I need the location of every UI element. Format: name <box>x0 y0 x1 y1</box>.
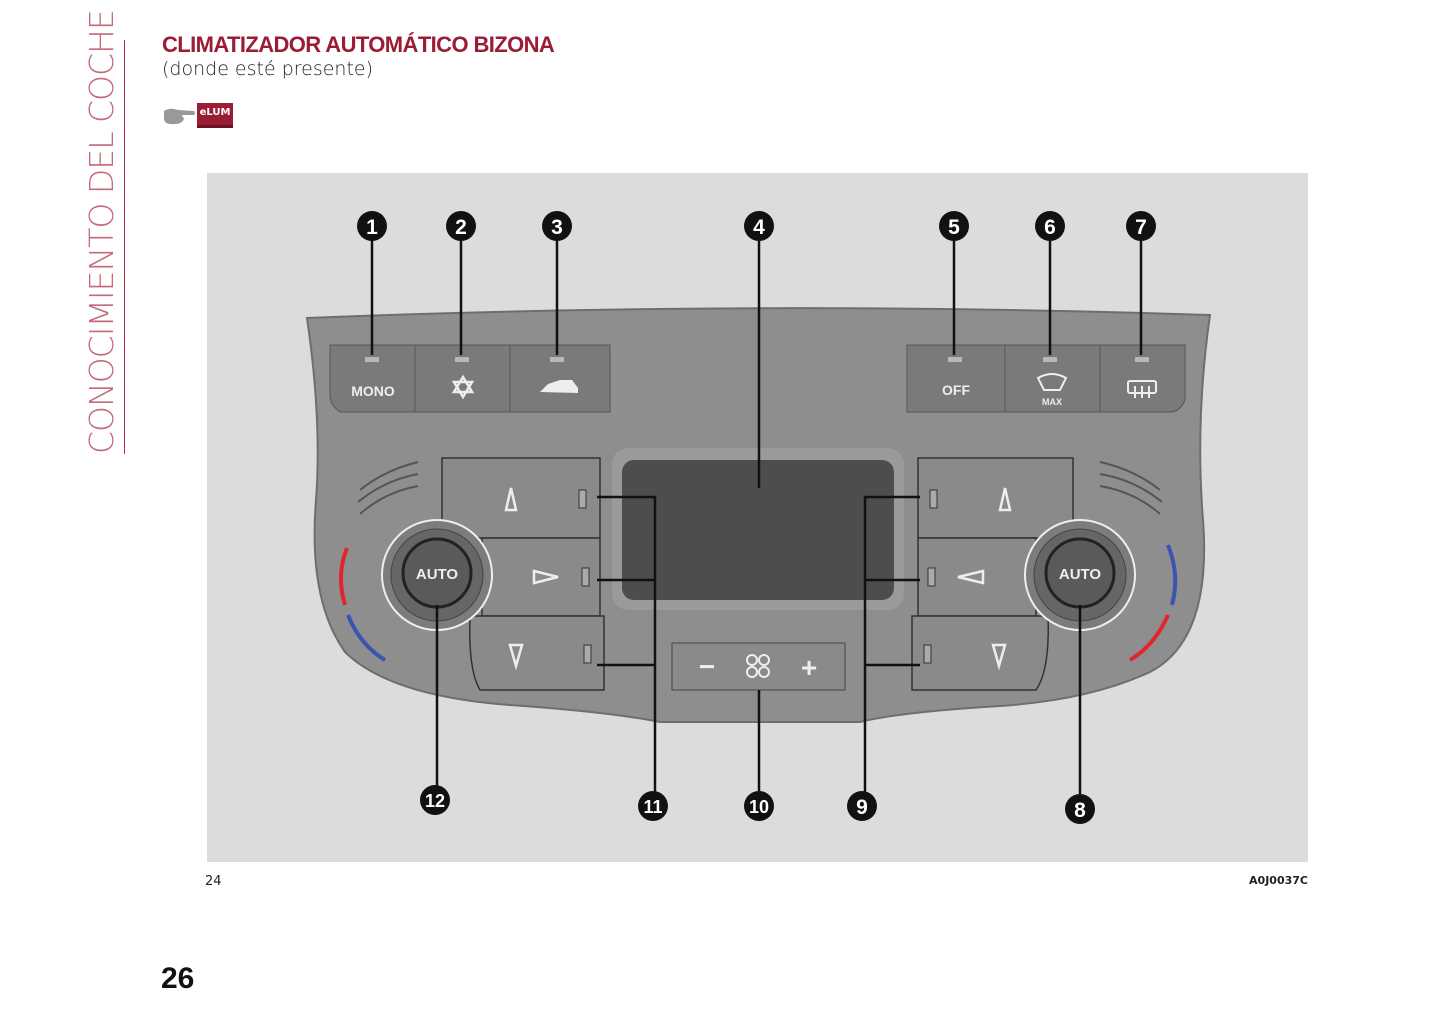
section-sidebar: CONOCIMIENTO DEL COCHE <box>82 10 125 454</box>
svg-text:MAX: MAX <box>1042 397 1062 407</box>
callout-9: 9 <box>847 791 877 821</box>
pointing-hand-icon <box>163 108 195 125</box>
fan-minus-button[interactable]: − <box>699 651 715 682</box>
svg-text:4: 4 <box>753 216 765 239</box>
right-auto-button[interactable]: AUTO <box>1059 566 1102 583</box>
callout-1: 1 <box>357 211 387 241</box>
svg-text:8: 8 <box>1074 799 1086 822</box>
right-cold-scale <box>1166 544 1178 606</box>
svg-text:6: 6 <box>1044 216 1056 239</box>
callouts: 1 2 3 4 5 6 7 8 9 10 11 12 <box>357 211 1156 824</box>
svg-text:11: 11 <box>643 797 662 817</box>
page-title: CLIMATIZADOR AUTOMÁTICO BIZONA <box>162 32 555 57</box>
section-label: CONOCIMIENTO DEL COCHE <box>82 10 121 454</box>
fan-plus-button[interactable]: + <box>801 652 817 683</box>
callout-2: 2 <box>446 211 476 241</box>
left-auto-button[interactable]: AUTO <box>416 566 459 583</box>
svg-text:1: 1 <box>366 216 378 239</box>
callout-4: 4 <box>744 211 774 241</box>
svg-text:5: 5 <box>948 216 960 239</box>
callout-3: 3 <box>542 211 572 241</box>
callout-10: 10 <box>744 791 774 821</box>
max-defrost-icon[interactable]: MAX <box>1036 373 1068 407</box>
svg-text:12: 12 <box>425 791 445 811</box>
callout-8: 8 <box>1065 794 1095 824</box>
fan-speed-control[interactable] <box>671 642 846 691</box>
left-vent-down-icon[interactable] <box>508 643 524 671</box>
svg-text:3: 3 <box>551 216 563 239</box>
left-cold-scale <box>346 614 387 662</box>
display-screen <box>622 460 894 600</box>
elum-badge: eLUM <box>197 103 233 128</box>
off-button[interactable]: OFF <box>942 382 970 398</box>
figure-number: 24 <box>205 874 222 889</box>
svg-text:2: 2 <box>455 216 467 239</box>
callout-6: 6 <box>1035 211 1065 241</box>
left-vent-right-icon[interactable] <box>532 569 559 585</box>
left-vent-up-icon[interactable] <box>504 487 518 512</box>
rear-defrost-icon[interactable] <box>1127 380 1157 398</box>
svg-text:9: 9 <box>856 796 868 819</box>
mono-button[interactable]: MONO <box>351 383 395 399</box>
callout-5: 5 <box>939 211 969 241</box>
callout-7: 7 <box>1126 211 1156 241</box>
callout-12: 12 <box>420 785 450 815</box>
ac-snowflake-icon[interactable] <box>451 374 475 400</box>
page-number: 26 <box>161 962 195 995</box>
right-vent-left-icon[interactable] <box>957 569 985 585</box>
page-subtitle: (donde esté presente) <box>162 58 374 80</box>
right-vent-up-icon[interactable] <box>998 487 1012 512</box>
fan-icon <box>746 654 770 678</box>
figure-code: A0J0037C <box>1249 874 1308 887</box>
right-hot-scale <box>1128 614 1170 662</box>
svg-text:10: 10 <box>749 797 769 817</box>
svg-text:7: 7 <box>1135 216 1147 239</box>
right-temp-knob[interactable]: AUTO <box>1024 519 1136 631</box>
right-vent-down-icon[interactable] <box>991 643 1007 671</box>
left-temp-knob[interactable]: AUTO <box>381 519 493 631</box>
callout-11: 11 <box>638 791 668 821</box>
recirculation-car-icon[interactable] <box>540 380 578 393</box>
left-hot-scale <box>339 547 349 606</box>
climate-control-illustration: MONO OFF MAX AUTO AUTO − + <box>207 173 1308 862</box>
